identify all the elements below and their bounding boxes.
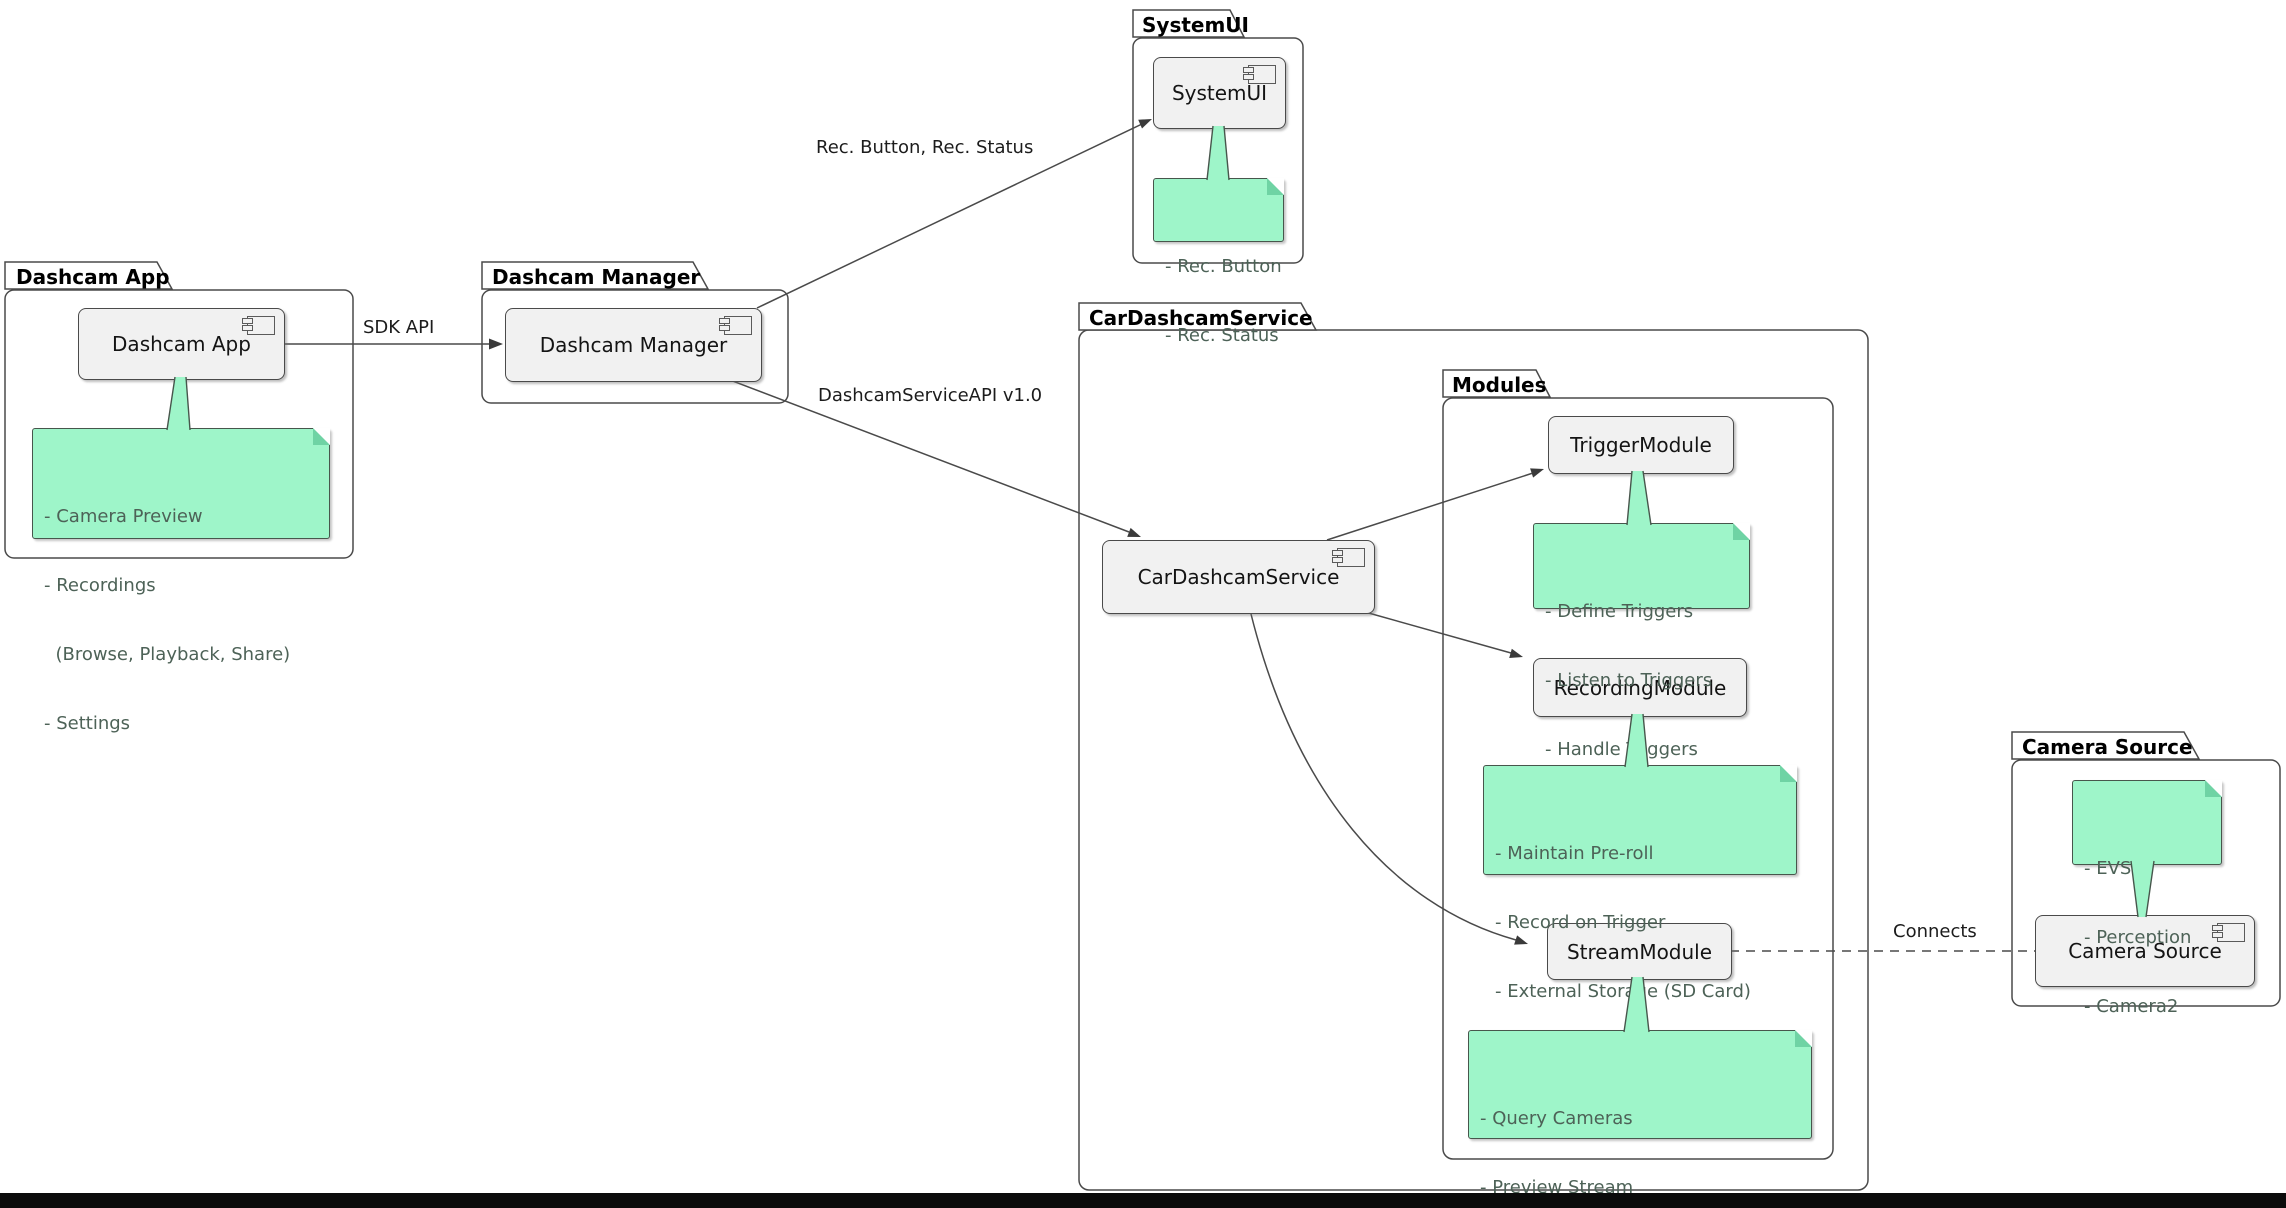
- note-fold-icon: [1780, 765, 1797, 782]
- note-line: - Maintain Pre-roll: [1495, 843, 1654, 864]
- edge-label-connects: Connects: [1893, 921, 1977, 942]
- component-label: Camera Source: [2068, 939, 2222, 963]
- note-dashcam-app: - Camera Preview - Recordings (Browse, P…: [32, 428, 330, 734]
- edge-label-sdk-api: SDK API: [363, 317, 435, 338]
- component-icon: [2212, 923, 2245, 942]
- note-line: - Perception: [2084, 927, 2192, 948]
- component-label: Dashcam Manager: [539, 333, 728, 357]
- component-label: CarDashcamService: [1137, 565, 1340, 589]
- note-line: - Query Cameras: [1480, 1108, 1633, 1129]
- note-line: - Rec. Status: [1165, 325, 1279, 346]
- edge-trigger-line: [1326, 472, 1534, 541]
- note-line: (Browse, Playback, Share): [44, 644, 291, 665]
- component-dashcam-app: Dashcam App: [78, 308, 285, 380]
- arrowhead-trigger: [1530, 468, 1544, 478]
- note-line: - External Storage (SD Card): [1495, 981, 1751, 1002]
- note-recording-module: - Maintain Pre-roll - Record on Trigger …: [1483, 765, 1797, 1071]
- note-pointer-trigger-sides: [1626, 470, 1652, 526]
- package-title-modules: Modules: [1452, 373, 1547, 397]
- component-stream-module: StreamModule: [1547, 923, 1732, 980]
- package-title-dashcam-manager: Dashcam Manager: [492, 265, 701, 289]
- note-stream-module: - Query Cameras - Preview Stream - Snaps…: [1468, 1030, 1812, 1198]
- note-line: - EVS: [2084, 858, 2132, 879]
- note-fold-icon: [2205, 780, 2222, 797]
- component-recording-module: RecordingModule: [1533, 658, 1747, 717]
- arrowhead-sdkapi: [489, 338, 503, 350]
- package-title-cardashcamservice: CarDashcamService: [1089, 306, 1313, 330]
- note-line: - Camera2: [2084, 996, 2179, 1017]
- component-icon: [1332, 548, 1365, 567]
- component-label: StreamModule: [1566, 939, 1713, 964]
- package-title-systemui: SystemUI: [1142, 13, 1249, 37]
- package-title-camera-source: Camera Source: [2022, 735, 2193, 759]
- note-line: - Listen to Triggers: [1545, 670, 1713, 691]
- note-line: - Recordings: [44, 575, 156, 596]
- note-line: - Camera Preview: [44, 506, 203, 527]
- note-camera-source: - EVS - Perception - Camera2: [2072, 780, 2222, 1017]
- component-cardashcamservice: CarDashcamService: [1102, 540, 1375, 614]
- note-fold-icon: [1267, 178, 1284, 195]
- arrowhead-serviceapi: [1127, 527, 1141, 537]
- note-fold-icon: [1795, 1030, 1812, 1047]
- note-line: - Handle Triggers: [1545, 739, 1698, 760]
- component-label: TriggerModule: [1570, 433, 1712, 457]
- component-systemui: SystemUI: [1153, 57, 1286, 129]
- note-pointer-systemui: [1207, 126, 1229, 180]
- edge-recording-line: [1364, 611, 1512, 654]
- note-pointer-dashcam-app: [167, 377, 190, 430]
- component-icon: [1243, 65, 1276, 84]
- component-label: RecordingModule: [1553, 675, 1727, 700]
- note-fold-icon: [1733, 523, 1750, 540]
- note-pointer-systemui-sides: [1206, 125, 1230, 181]
- edge-stream-line: [1250, 613, 1517, 941]
- note-line: - Preview Stream: [1480, 1177, 1634, 1198]
- edge-label-dashcamserviceapi: DashcamServiceAPI v1.0: [818, 385, 1043, 406]
- arrowhead-recording: [1509, 648, 1523, 658]
- component-camera-source: Camera Source: [2035, 915, 2255, 987]
- note-line: - Define Triggers: [1545, 601, 1694, 622]
- bottom-black-bar: [0, 1193, 2286, 1208]
- note-pointer-dashcam-app-sides: [166, 376, 191, 431]
- note-line: - Settings: [44, 713, 131, 734]
- note-trigger-module: - Define Triggers - Listen to Triggers -…: [1533, 523, 1750, 760]
- component-label: SystemUI: [1171, 81, 1268, 105]
- note-systemui: - Rec. Button - Rec. Status: [1153, 178, 1284, 346]
- component-label: Dashcam App: [112, 332, 251, 356]
- note-line: - Record on Trigger: [1495, 912, 1666, 933]
- component-icon: [242, 316, 275, 335]
- component-dashcam-manager: Dashcam Manager: [505, 308, 762, 382]
- arrowheads: [489, 119, 1544, 945]
- package-title-dashcam-app: Dashcam App: [16, 265, 170, 289]
- edge-label-rec-button-status: Rec. Button, Rec. Status: [816, 137, 1034, 158]
- arrowhead-recbutton: [1138, 119, 1152, 129]
- component-icon: [719, 316, 752, 335]
- note-fold-icon: [313, 428, 330, 445]
- component-trigger-module: TriggerModule: [1548, 416, 1734, 474]
- note-line: - Rec. Button: [1165, 256, 1282, 277]
- note-pointer-trigger: [1627, 471, 1651, 525]
